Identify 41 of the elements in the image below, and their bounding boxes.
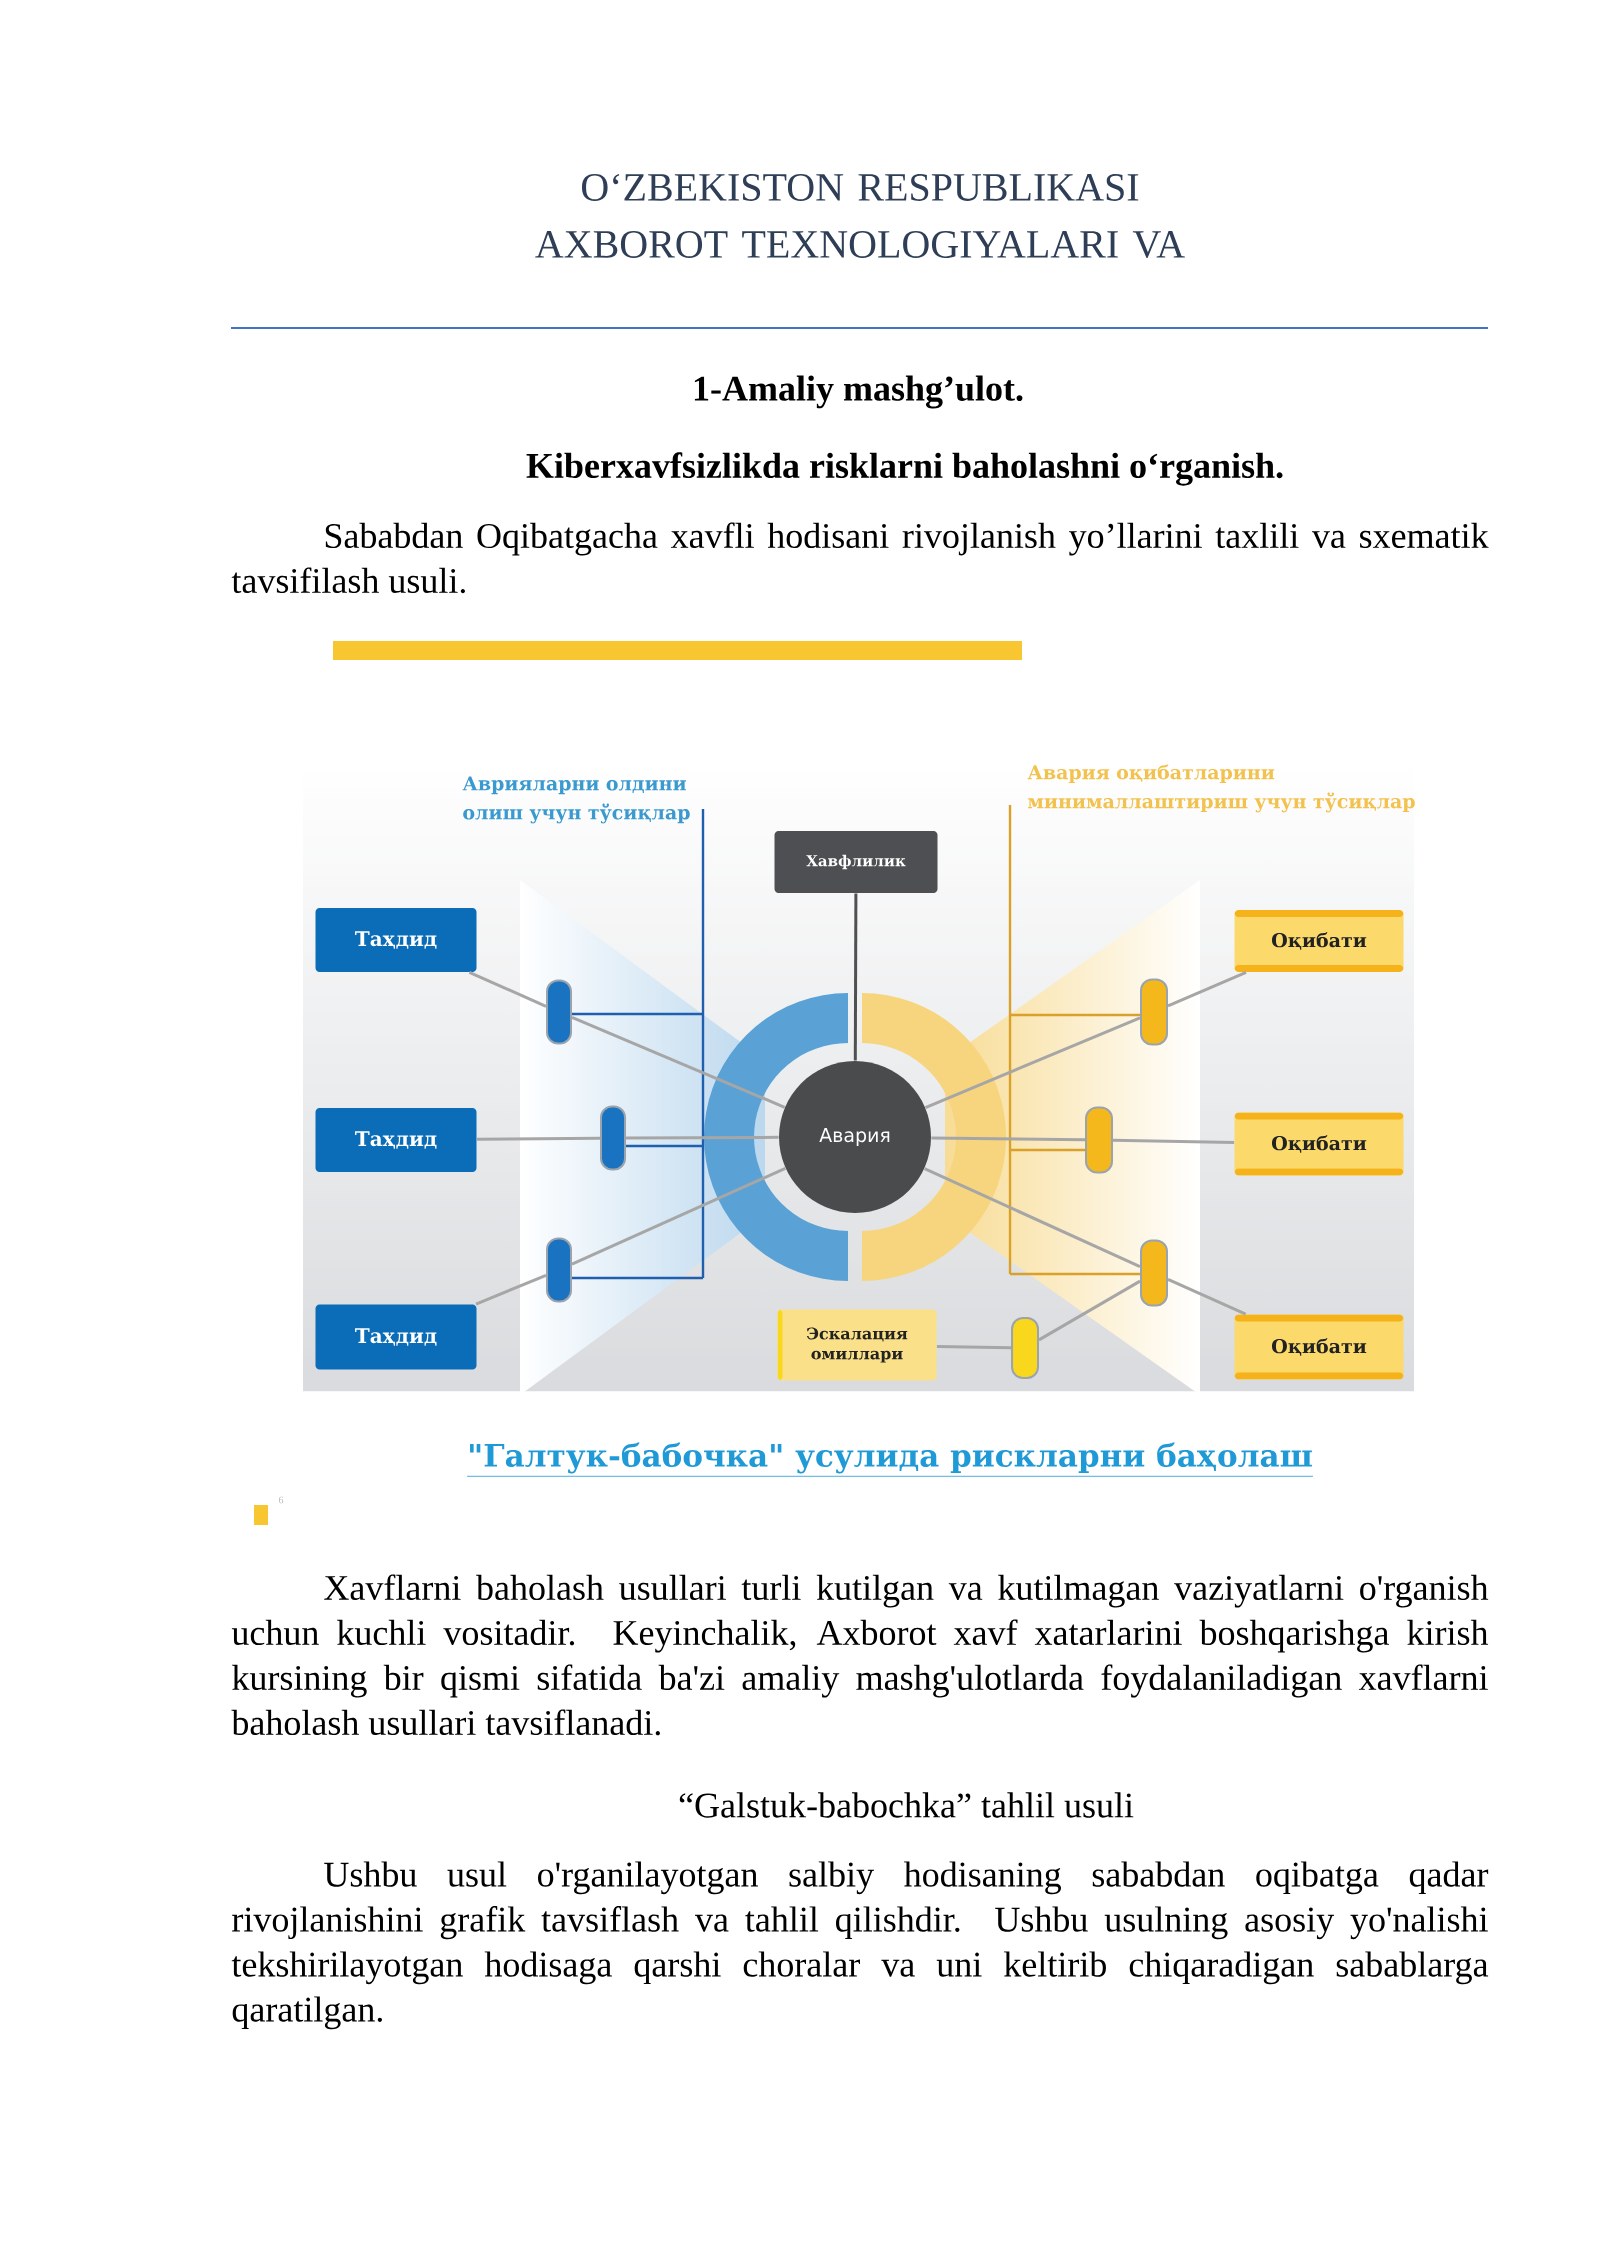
connector-line [1113,1138,1235,1144]
connector-line [626,1135,779,1140]
connector-line [1167,1277,1247,1316]
paragraph: Ushbu usul o'rganilayotgan salbiy hodisaning sababdan oqibatga qadar rivojlanishini grafik tavsiflash va tahlil qilishdir. Ushbu usulning asosiy yo'nalishi tekshirilayotgan hodisaga qarshi choralar va uni keltirib chiqaradigan sabablarga qaratilgan. [231,1861,1489,2030]
caption: "Галтук-бабочка" усулида рискларни баҳолаш [466,1442,1314,1477]
barrier-heading: Аврияларни олдини олиш учун тўсиқлар [462,776,690,824]
connector-line [924,1016,1141,1109]
title: O‘ZBEKISTON RESPUBLIKASI AXBOROT TEXNOLOGIYALARI VA [535,173,1185,259]
barrier-bar [1140,1239,1168,1307]
connector-line [936,1344,1012,1350]
connector-line [468,971,547,1008]
connector-line [476,1136,601,1141]
barrier-heading: Авария оқибатларини минималлаштириш учун тўсиқлар [1027,764,1415,813]
connector-line [931,1136,1086,1142]
barrier-bar [1140,978,1168,1046]
heading: 1-Amaliy mashg’ulot. [694,375,1023,409]
connector-line [923,1167,1141,1268]
hazard-box: Хавфлилик [774,831,938,893]
connector-line [571,1016,786,1109]
page-number: 6 [278,1496,284,1504]
paragraph: Xavflarni baholash usullari turli kutilgan va kutilmagan vaziyatlarni o'rganish uchun kuchli vositadir. Keyinchalik, Axborot xavf xatarlarini boshqarishga kirish kursining bir qismi sifatida ba'zi amaliy mashg'ulotlarda foydalaniladigan xavflarni baholash usullari tavsiflanadi. [231,1574,1489,1736]
connector-line [571,1166,786,1266]
consequence-box: Оқибати [1234,1314,1404,1380]
barrier-bar [1085,1106,1113,1174]
barrier-bar [1011,1317,1039,1379]
escalation-box: Эскалация омиллари [777,1309,937,1381]
barrier-bar [600,1105,626,1171]
paragraph: Sababdan Oqibatgacha xavfli hodisani rivojlanish yo’llarini taxlili va sxematik tavsifilash usuli. [231,522,1489,594]
consequence-box: Оқибати [1234,910,1404,972]
connector-line [1167,971,1247,1008]
threat-box: Таҳдид [315,1304,477,1370]
consequence-box: Оқибати [1234,1112,1404,1176]
connector-line [475,1273,547,1306]
threat-box: Таҳдид [315,908,477,972]
heading: Kiberxavfsizlikda risklarni baholashni o‘rganish. [526,452,1283,486]
barrier-bar [546,979,572,1045]
barrier-bar [546,1237,572,1303]
subheading: “Galstuk-babochka” tahlil usuli [679,1792,1134,1818]
connector-line [1038,1279,1141,1342]
threat-box: Таҳдид [315,1108,477,1172]
connector-line [853,893,858,1061]
